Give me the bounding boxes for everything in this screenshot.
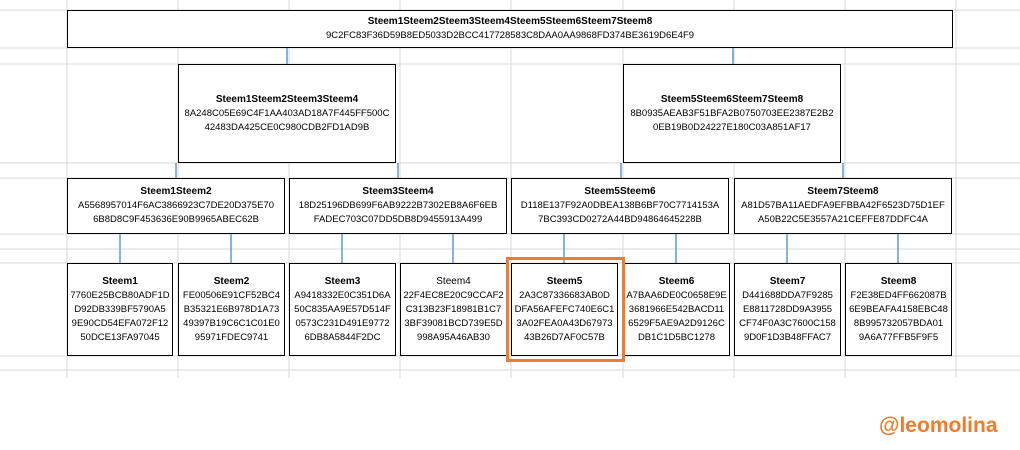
leaf-6-hash-line-4: DB1C1D5BC1278	[637, 331, 716, 343]
highlight-frame-steem5	[506, 257, 625, 362]
leaf-5-hash-line-4: 43B26D7AF0C57B	[524, 331, 605, 343]
leaf-5-title: Steem5	[546, 275, 583, 287]
leaf-7-hash-line-2: E8811728DD9A3955	[742, 303, 833, 315]
level3-3-hash-line-1: D118E137F92A0DBEA138B6BF70C7714153A	[520, 200, 720, 211]
level2-left-title: Steem1Steem2Steem3Steem4	[215, 93, 359, 105]
level2-node-right: Steem5Steem6Steem7Steem8 8B0935AEAB3F51B…	[623, 64, 841, 163]
root-title: Steem1Steem2Steem3Steem4Steem5Steem6Stee…	[367, 16, 653, 27]
leaf-1-hash-line-2: D92DB339BF5790A5	[74, 303, 166, 315]
leaf-node-5: Steem5 2A3C87336683AB0D DFA56AFEFC740E6C…	[511, 263, 618, 356]
leaf-7-title: Steem7	[769, 275, 806, 287]
leaf-7-hash-line-3: CF74F0A3C7600C158	[739, 317, 836, 329]
root-hash-line-1: 9C2FC83F36D59B8ED5033D2BCC417728583C8DAA…	[325, 30, 695, 41]
level3-4-hash-line-2: A50B22C5E3557A21CEFFE87DDFC4A	[757, 214, 929, 225]
level3-2-hash-line-1: 18D25196DB699F6AB9222B7302EB8A6F6EB	[298, 200, 498, 211]
level3-node-2: Steem3Steem4 18D25196DB699F6AB9222B7302E…	[289, 178, 507, 234]
leaf-8-hash-line-1: F2E38ED4FF662087B	[850, 289, 947, 301]
root-node: Steem1Steem2Steem3Steem4Steem5Steem6Stee…	[67, 10, 953, 48]
level3-node-4: Steem7Steem8 A81D57BA11AEDFA9EFBBA42F652…	[734, 178, 952, 234]
level3-3-hash-line-2: 7BC393CD0272A44BD94864645228B	[538, 214, 702, 225]
level3-3-title: Steem5Steem6	[584, 186, 656, 197]
leaf-7-hash-line-4: 9D0F1D3B48FFAC7	[743, 331, 832, 343]
leaf-5-hash-line-3: 3A02FEA0A43D67973	[516, 317, 613, 329]
leaf-6-hash-line-1: A7BAA6DE0C0658E9E	[626, 289, 727, 301]
leaf-2-hash-line-1: FE00506E91CF52BC4	[182, 289, 281, 301]
level3-1-hash-line-2: 6B8D8C9F453636E90B9965ABEC62B	[93, 214, 259, 225]
leaf-3-hash-line-3: 0573C231D491E9772	[295, 317, 390, 329]
leaf-4-hash-line-4: 998A95A46AB30	[417, 331, 490, 343]
leaf-node-7: Steem7 D441688DDA7F9285 E8811728DD9A3955…	[734, 263, 841, 356]
leaf-8-hash-line-3: 8B995732057BDA01	[853, 317, 944, 329]
leaf-3-title: Steem3	[324, 275, 361, 287]
leaf-4-hash-line-1: 22F4EC8E20C9CCAF2	[403, 289, 504, 301]
leaf-6-title: Steem6	[658, 275, 695, 287]
author-watermark: @leomolina	[879, 414, 998, 437]
leaf-1-title: Steem1	[102, 275, 138, 287]
leaf-1-hash-line-3: 9E90CD54EFA072F12	[71, 317, 169, 329]
leaf-node-4: Steem4 22F4EC8E20C9CCAF2 C313B23F18981B1…	[400, 263, 507, 356]
level3-node-3: Steem5Steem6 D118E137F92A0DBEA138B6BF70C…	[511, 178, 729, 234]
leaf-5-hash-line-2: DFA56AFEFC740E6C1	[514, 303, 615, 315]
leaf-7-hash-line-1: D441688DDA7F9285	[742, 289, 833, 301]
level2-right-hash-line-1: 8B0935AEAB3F51BFA2B0750703EE2387E2B2	[630, 107, 834, 119]
level3-2-hash-line-2: FADEC703C07DD5DB8D9455913A499	[313, 214, 483, 225]
leaf-6-hash-line-2: 3681966E542BACD11	[628, 303, 725, 315]
level3-node-1: Steem1Steem2 A5568957014F6AC3866923C7DE2…	[67, 178, 285, 234]
level2-right-title: Steem5Steem6Steem7Steem8	[660, 93, 804, 105]
level3-4-hash-line-1: A81D57BA11AEDFA9EFBBA42F6523D75D1EF	[741, 200, 945, 211]
leaf-2-hash-line-2: B35321E6B978D1A73	[183, 303, 280, 315]
leaf-1-hash-line-1: 7760E25BCB80ADF1D	[70, 289, 170, 301]
leaf-5-hash-line-1: 2A3C87336683AB0D	[519, 289, 610, 301]
leaf-8-hash-line-4: 9A6A77FFB5F9F5	[858, 331, 939, 343]
leaf-3-hash-line-4: 6DB8A5844F2DC	[304, 331, 381, 343]
level3-2-title: Steem3Steem4	[362, 186, 434, 197]
leaf-2-title: Steem2	[213, 275, 250, 287]
leaf-2-hash-line-4: 95971FDEC9741	[194, 331, 269, 343]
level2-left-hash-line-1: 8A248C05E69C4F1AA403AD18A7F445FF500C	[184, 107, 390, 119]
leaf-6-hash-line-3: 6529F5AE9A2D9126C	[628, 317, 725, 329]
leaf-node-1: Steem1 7760E25BCB80ADF1D D92DB339BF5790A…	[67, 263, 173, 356]
leaf-4-hash-line-2: C313B23F18981B1C7	[405, 303, 502, 315]
level2-right-hash-line-2: 0EB19B0D24227E180C03A851AF17	[653, 121, 811, 133]
leaf-4-title: Steem4	[436, 275, 471, 287]
level2-left-hash-line-2: 42483DA425CE0C980CDB2FD1AD9B	[204, 121, 370, 133]
level3-1-title: Steem1Steem2	[140, 186, 212, 197]
leaf-8-hash-line-2: 6E9BEAFA4158EBC48	[849, 303, 948, 315]
leaf-node-6: Steem6 A7BAA6DE0C0658E9E 3681966E542BACD…	[623, 263, 730, 356]
leaf-1-hash-line-4: 50DCE13FA97045	[80, 331, 160, 343]
leaf-node-3: Steem3 A9418332E0C351D6A 50C835AA9E57D51…	[289, 263, 396, 356]
level3-1-hash-line-1: A5568957014F6AC3866923C7DE20D375E70	[78, 200, 274, 211]
leaf-8-title: Steem8	[880, 275, 917, 287]
level3-4-title: Steem7Steem8	[807, 186, 879, 197]
leaf-node-8: Steem8 F2E38ED4FF662087B 6E9BEAFA4158EBC…	[845, 263, 952, 356]
leaf-3-hash-line-2: 50C835AA9E57D514F	[294, 303, 391, 315]
leaf-node-2: Steem2 FE00506E91CF52BC4 B35321E6B978D1A…	[178, 263, 285, 356]
leaf-4-hash-line-3: 3BF39081BCD739E5D	[404, 317, 503, 329]
leaf-2-hash-line-3: 49397B19C6C1C01E0	[183, 317, 280, 329]
leaf-3-hash-line-1: A9418332E0C351D6A	[294, 289, 391, 301]
level2-node-left: Steem1Steem2Steem3Steem4 8A248C05E69C4F1…	[178, 64, 396, 163]
